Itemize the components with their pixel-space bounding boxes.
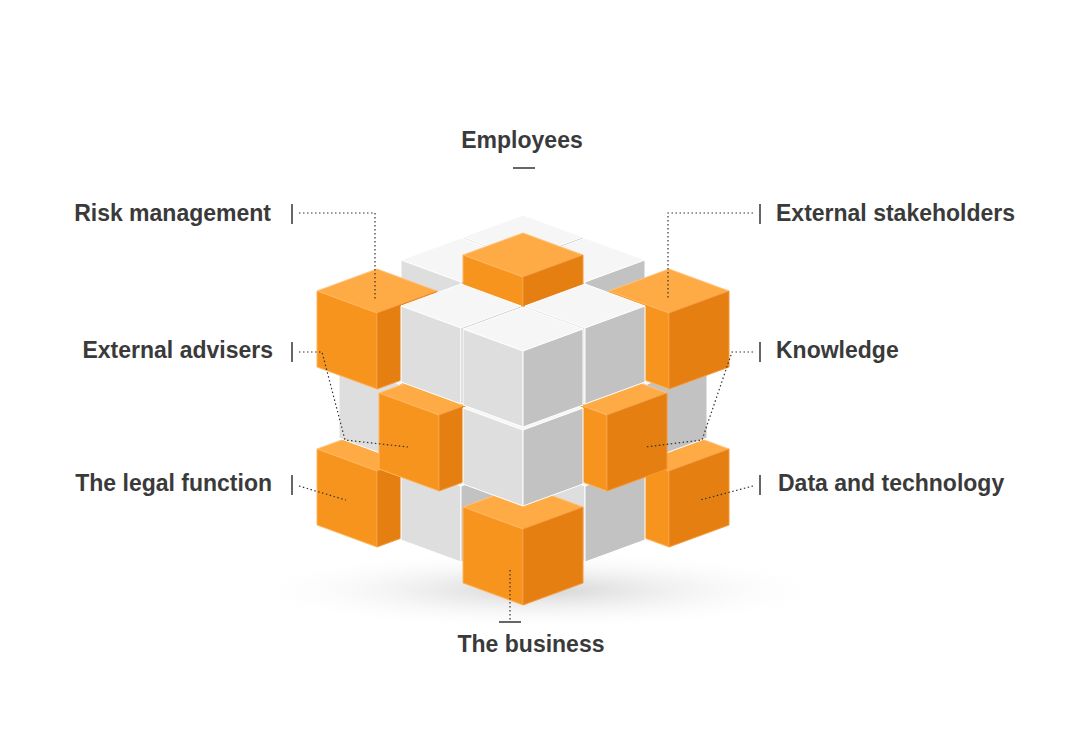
leader-line [645,352,753,447]
leader-line [700,486,753,500]
part-label: External advisers [82,337,273,365]
tick-mark [499,621,521,623]
tick-mark [291,204,293,224]
silver-cube [463,307,583,427]
leader-line [509,570,510,621]
leader-line [299,352,408,447]
part-label: The legal function [75,470,272,498]
part-label: The business [458,631,605,659]
cube-stack [317,215,729,605]
tick-mark [759,204,761,224]
leader-lines [292,168,760,622]
dotted-leaders [299,213,753,621]
tick-mark [759,342,761,362]
tick-mark [291,475,293,495]
part-label: Employees [461,127,582,155]
tick-mark [759,475,761,495]
part-label: Knowledge [776,337,899,365]
leader-line [299,486,346,500]
part-label: External stakeholders [776,200,1015,228]
leader-line [668,213,753,300]
part-label: Data and technology [778,470,1004,498]
leader-line [299,213,375,300]
tick-mark [291,342,293,362]
part-label: Risk management [74,200,271,228]
tick-mark [513,167,535,169]
